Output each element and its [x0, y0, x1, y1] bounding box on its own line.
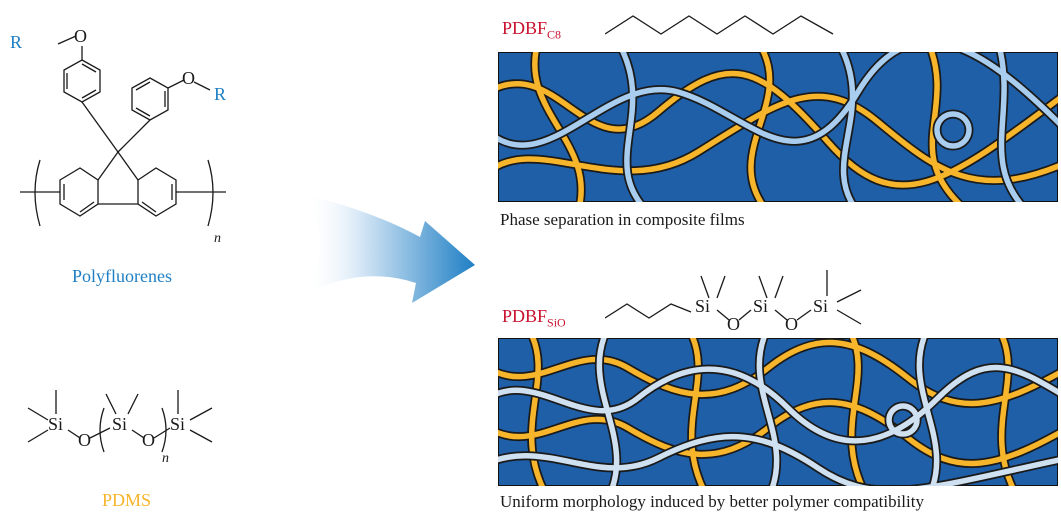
bottom-panel-title: PDBFSiO	[502, 306, 566, 331]
siloxane-si-3: Si	[813, 296, 828, 316]
siloxane-o-1: O	[727, 314, 740, 334]
substituent-left: R	[10, 32, 22, 52]
siloxane-o-2: O	[785, 314, 798, 334]
siloxane-chain: Si O Si O Si	[605, 270, 862, 334]
bottom-panel-subscript: SiO	[547, 315, 566, 330]
pdms-si-2: Si	[112, 414, 127, 434]
substituent-right: R	[214, 84, 226, 104]
siloxane-si-1: Si	[695, 296, 710, 316]
top-panel-title: PDBFC8	[502, 18, 561, 43]
repeat-index: n	[214, 231, 221, 246]
pdms-o-2: O	[142, 430, 155, 450]
pdms-si-3: Si	[170, 414, 185, 434]
pdms-repeat-index: n	[162, 451, 169, 466]
polyfluorene-structure: R O O R n	[10, 26, 226, 246]
uniform-film	[498, 338, 1058, 486]
polyfluorenes-label: Polyfluorenes	[72, 266, 172, 286]
oxygen-right: O	[182, 68, 195, 88]
pdms-structure: Si O Si O n Si	[27, 390, 213, 466]
top-panel-caption: Phase separation in composite films	[500, 210, 745, 229]
top-panel-name: PDBF	[502, 18, 548, 38]
phase-separated-film	[498, 52, 1058, 202]
pdms-si-1: Si	[48, 414, 63, 434]
pdms-label: PDMS	[102, 490, 152, 510]
pdms-o-1: O	[78, 430, 91, 450]
bottom-panel-name: PDBF	[502, 306, 548, 326]
siloxane-si-2: Si	[753, 296, 768, 316]
top-panel-subscript: C8	[547, 27, 562, 42]
bottom-panel-caption: Uniform morphology induced by better pol…	[500, 492, 924, 511]
c8-chain	[605, 15, 834, 35]
oxygen-left: O	[74, 26, 87, 46]
transition-arrow-icon	[305, 195, 475, 303]
